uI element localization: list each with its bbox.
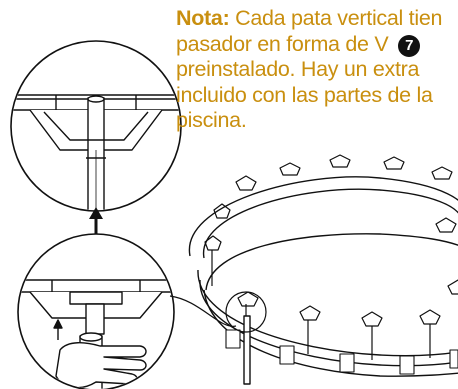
note-line-2: pasador en forma de V [176, 31, 395, 56]
step-number-badge: 7 [398, 34, 421, 57]
zoom-detail-top [10, 40, 182, 212]
up-arrow-icon [89, 207, 103, 234]
note-lead: Nota: [176, 6, 230, 30]
note-line-1: Cada pata vertical tien [229, 6, 443, 30]
pool-frame [188, 154, 458, 385]
instruction-note: Nota: Cada pata vertical tien pasador en… [176, 6, 458, 134]
note-rest: preinstalado. Hay un extra incluido con … [176, 57, 433, 132]
zoom-detail-bottom [17, 233, 237, 389]
